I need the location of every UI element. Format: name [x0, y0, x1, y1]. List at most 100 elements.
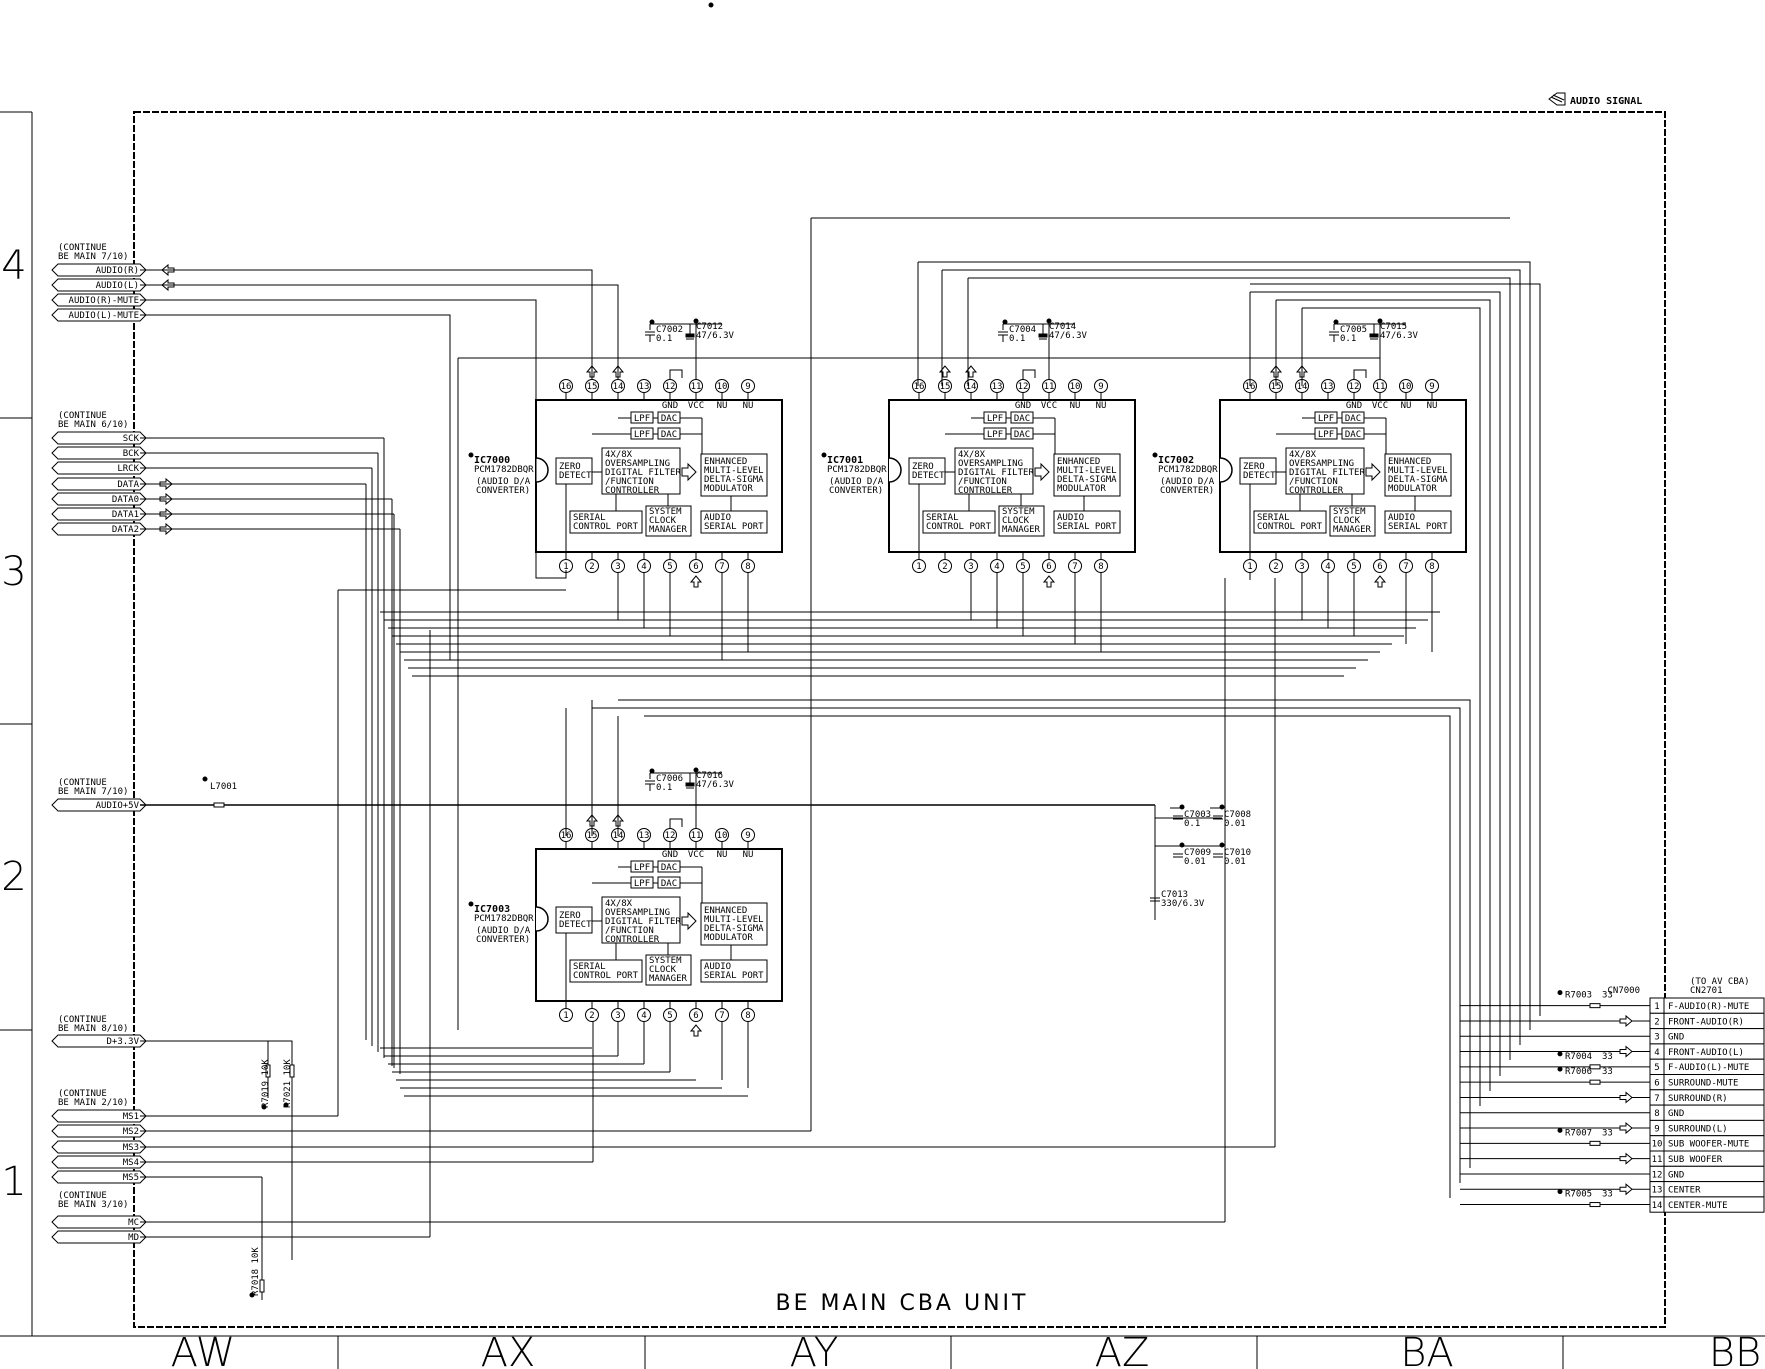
capacitor-value: 0.1 — [1340, 334, 1356, 344]
digital-filter-label: OVERSAMPLING — [958, 459, 1023, 469]
resistor-ref: R7003 — [1565, 991, 1592, 1001]
lpf-label: LPF — [1318, 414, 1334, 424]
pin-number: 2 — [942, 562, 947, 572]
pin-number: 10 — [717, 382, 728, 392]
pin-number: 2 — [589, 562, 594, 572]
capacitor-ref: C7010 — [1224, 848, 1251, 858]
ic-description: CONVERTER) — [476, 935, 530, 945]
pin-number: 14 — [1297, 382, 1308, 392]
ic-bottom-pin — [1269, 559, 1283, 573]
pin-number: 16 — [561, 382, 572, 392]
zero-detect-label: ZERO — [559, 462, 581, 472]
wire — [618, 699, 1471, 1168]
junction-dot — [821, 452, 827, 458]
audio-signal-icon — [1552, 94, 1565, 101]
resistor-ref: R7007 — [1565, 1128, 1592, 1138]
audio-port-block — [700, 510, 768, 534]
connector-pin-number: 9 — [1654, 1124, 1659, 1134]
connector-signal-label: MS3 — [123, 1143, 139, 1153]
pin-number: 13 — [992, 382, 1003, 392]
connector-pin-number: 10 — [1652, 1140, 1663, 1150]
pin-number: 9 — [1429, 382, 1434, 392]
junction-dot — [261, 1104, 267, 1110]
data-flow-arrow-icon — [681, 462, 697, 482]
serial-control-label: SERIAL — [573, 962, 606, 972]
junction-dot — [1152, 452, 1158, 458]
pin-number: 16 — [1245, 382, 1256, 392]
audio-port-label: SERIAL PORT — [1388, 522, 1448, 532]
capacitor-ref: C7003 — [1184, 810, 1211, 820]
connector-signal-label: BCK — [123, 449, 140, 459]
capacitor-value: 47/6.3V — [696, 780, 735, 790]
resistor-icon — [259, 1279, 265, 1293]
pin-number: 1 — [563, 562, 568, 572]
connector-signal-label: AUDIO(R)-MUTE — [69, 296, 139, 306]
zero-detect-label: DETECT — [559, 471, 592, 481]
ic-top-pin — [1321, 379, 1335, 393]
lpf-label: LPF — [634, 879, 650, 889]
pin-number: 6 — [1377, 562, 1382, 572]
ic-bottom-pin — [585, 1008, 599, 1022]
wire — [1250, 291, 1501, 1076]
dac-label: DAC — [661, 879, 677, 889]
dac-label: DAC — [661, 414, 677, 424]
zero-detect-label: ZERO — [1243, 462, 1265, 472]
pin-number: 13 — [639, 382, 650, 392]
pin-number: 12 — [665, 831, 676, 841]
serial-control-label: SERIAL — [926, 513, 959, 523]
ic-notch — [1219, 457, 1233, 483]
ic-part-number: PCM1782DBQR — [827, 465, 887, 475]
pin-number: 5 — [667, 1011, 672, 1021]
electrolytic-capacitor-icon — [1038, 333, 1048, 338]
electrolytic-capacitor-icon — [685, 782, 695, 787]
unit-title: BE MAIN CBA UNIT — [776, 1291, 1029, 1316]
signal-arrow-icon — [964, 365, 978, 378]
digital-filter-label: 4X/8X — [958, 450, 986, 460]
digital-filter-label: OVERSAMPLING — [605, 459, 670, 469]
ic-reference: IC7000 — [474, 455, 510, 466]
pin-number: 15 — [1271, 382, 1282, 392]
digital-filter-label: 4X/8X — [605, 450, 633, 460]
ic-notch — [535, 457, 549, 483]
capacitor-ref: C7015 — [1380, 322, 1407, 332]
data-flow-arrow-icon — [1034, 462, 1050, 482]
capacitor-ref: C7009 — [1184, 848, 1211, 858]
ic-bottom-pin — [912, 559, 926, 573]
lpf-label: LPF — [987, 414, 1003, 424]
lpf-label: LPF — [987, 430, 1003, 440]
grid-row-label: 4 — [1, 243, 26, 289]
ic-pin-name: VCC — [688, 850, 704, 860]
pin-number: 1 — [563, 1011, 568, 1021]
junction-dot — [1557, 1189, 1563, 1195]
ic-bottom-pin — [689, 1008, 703, 1022]
resistor-icon — [1589, 1003, 1601, 1009]
pin-number: 8 — [745, 1011, 750, 1021]
connector-pin-number: 5 — [1654, 1063, 1659, 1073]
pin-number: 8 — [745, 562, 750, 572]
digital-filter-label: CONTROLLER — [958, 486, 1013, 496]
junction-dot — [283, 1102, 289, 1108]
modulator-block — [1384, 453, 1452, 497]
ic-bottom-pin — [1042, 559, 1056, 573]
pin-number: 8 — [1429, 562, 1434, 572]
signal-arrow-icon — [938, 365, 952, 378]
serial-control-label: CONTROL PORT — [573, 522, 639, 532]
capacitor-ref: C7014 — [1049, 322, 1076, 332]
ic-description: CONVERTER) — [829, 486, 883, 496]
ic-top-pin — [741, 828, 755, 842]
connector-signal-label: LRCK — [117, 464, 139, 474]
continue-note: BE MAIN 2/10) — [58, 1098, 128, 1108]
ic-top-pin — [741, 379, 755, 393]
pin-number: 14 — [613, 382, 624, 392]
clock-manager-label: SYSTEM — [649, 956, 682, 966]
connector-signal-label: DATA — [117, 480, 139, 490]
resistor-icon — [1589, 1202, 1601, 1208]
digital-filter-label: OVERSAMPLING — [605, 908, 670, 918]
connector-pin-name-cell — [1663, 1196, 1765, 1213]
resistor-value: 33 — [1602, 1190, 1613, 1200]
connector-pin-name: FRONT-AUDIO(R) — [1668, 1017, 1744, 1027]
ic-top-pin — [715, 379, 729, 393]
board-outline — [133, 111, 1666, 1328]
digital-filter-block — [1285, 447, 1365, 495]
